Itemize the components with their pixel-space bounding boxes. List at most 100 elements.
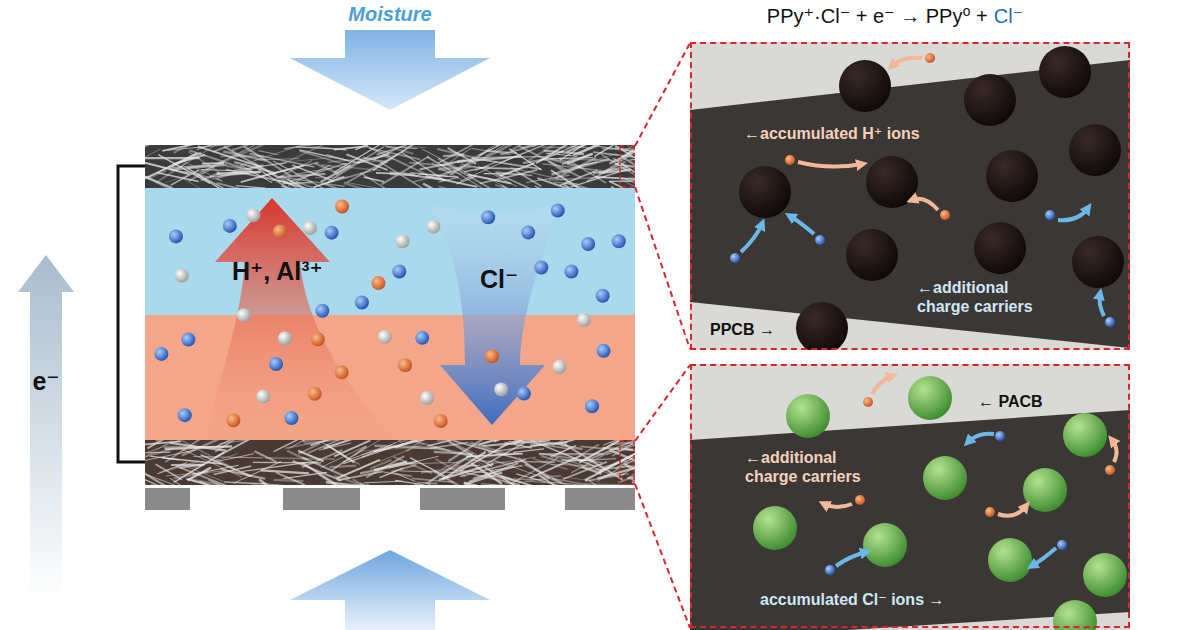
ion-dot xyxy=(308,387,322,401)
fiber xyxy=(299,150,359,163)
fiber xyxy=(609,180,635,182)
ppcb-particle xyxy=(739,166,791,218)
fiber xyxy=(170,443,226,451)
ion-dot xyxy=(315,304,329,318)
fiber xyxy=(285,440,342,448)
fiber xyxy=(435,448,481,458)
ion-dot xyxy=(181,333,195,347)
pacb-particle xyxy=(923,456,967,500)
ppcb-particle xyxy=(796,302,848,350)
fiber xyxy=(581,444,599,455)
fiber xyxy=(344,183,366,188)
external-wire xyxy=(118,166,145,462)
fiber xyxy=(494,460,546,479)
ion-dot xyxy=(785,155,795,165)
ion-dot xyxy=(335,200,349,214)
fiber xyxy=(145,449,174,460)
fiber xyxy=(224,482,266,484)
fiber xyxy=(438,168,462,169)
ion-dot xyxy=(415,331,429,345)
ppcb-particle xyxy=(986,150,1038,202)
ion-dot xyxy=(534,261,548,275)
pacb-particle xyxy=(1083,553,1127,597)
ion-dot xyxy=(925,53,935,63)
ion-dot xyxy=(995,431,1005,441)
contact-pad xyxy=(283,488,360,510)
zoom-marker xyxy=(620,441,634,484)
ion-dot xyxy=(597,344,611,358)
particle-label: PPCB → xyxy=(710,320,775,339)
fiber xyxy=(145,171,189,188)
zoom-panel: ←accumulated H⁺ ions←additional charge c… xyxy=(690,42,1130,350)
top-fiber-electrode xyxy=(145,145,635,188)
fiber xyxy=(355,145,379,150)
ion-dot xyxy=(278,331,292,345)
zoom-panel-art xyxy=(690,42,1130,350)
fiber xyxy=(145,440,179,470)
ion-dot xyxy=(237,308,251,322)
ion-dot xyxy=(420,391,434,405)
ppcb-particle xyxy=(866,156,918,208)
fiber xyxy=(147,440,207,452)
fiber xyxy=(198,145,255,174)
fiber xyxy=(509,149,541,170)
fiber xyxy=(145,481,192,485)
ion-annotation: ←accumulated H⁺ ions xyxy=(744,124,920,143)
ppcb-particle xyxy=(846,229,898,281)
pacb-particle xyxy=(1063,413,1107,457)
fiber xyxy=(261,470,309,473)
fiber xyxy=(523,159,549,163)
particles xyxy=(730,46,1124,350)
ion-dot xyxy=(246,208,260,222)
zoom-leader xyxy=(635,187,690,349)
ion-dot xyxy=(269,357,283,371)
ion-dot xyxy=(392,264,406,278)
ion-dot xyxy=(825,565,835,575)
zoom-leader xyxy=(635,484,690,628)
fiber xyxy=(469,145,527,160)
fiber xyxy=(543,445,576,463)
fiber xyxy=(197,145,219,149)
fiber xyxy=(609,145,635,164)
fiber xyxy=(283,472,327,478)
fiber xyxy=(566,145,610,152)
fiber xyxy=(217,183,276,188)
fiber xyxy=(374,440,426,452)
fiber xyxy=(484,173,527,175)
fiber xyxy=(145,149,160,167)
ion-dot xyxy=(596,289,610,303)
fiber xyxy=(179,447,242,477)
ion-dot xyxy=(581,237,595,251)
ion-dot xyxy=(521,225,535,239)
fiber xyxy=(558,440,615,444)
fiber xyxy=(481,484,533,485)
motion-arrow xyxy=(1100,294,1105,316)
fiber xyxy=(145,145,159,146)
zoom-panel-art xyxy=(690,364,1130,630)
ion-dot xyxy=(552,360,566,374)
anion-label: Cl⁻ xyxy=(480,264,518,294)
zoom-leader xyxy=(635,43,690,146)
ion-dot xyxy=(585,399,599,413)
fiber xyxy=(549,161,566,172)
fiber xyxy=(466,442,491,451)
ion-dot xyxy=(178,408,192,422)
panel-ground xyxy=(690,42,1130,350)
fiber xyxy=(413,167,470,182)
ion-dot xyxy=(154,347,168,361)
ion-dot xyxy=(551,203,565,217)
fiber xyxy=(261,483,329,485)
fiber xyxy=(549,455,613,475)
motion-arrow xyxy=(998,506,1026,516)
ion-dot xyxy=(426,220,440,234)
fiber xyxy=(369,148,420,159)
ion-annotation: accumulated Cl⁻ ions → xyxy=(760,590,944,609)
fiber xyxy=(324,184,380,188)
ppcb-particle xyxy=(1072,236,1124,288)
zoom-marker xyxy=(620,146,634,187)
particles xyxy=(753,376,1127,630)
electron-label: e⁻ xyxy=(32,366,59,396)
fiber xyxy=(360,462,417,474)
ion-dot xyxy=(863,397,873,407)
moisture-label: Moisture xyxy=(348,2,431,26)
